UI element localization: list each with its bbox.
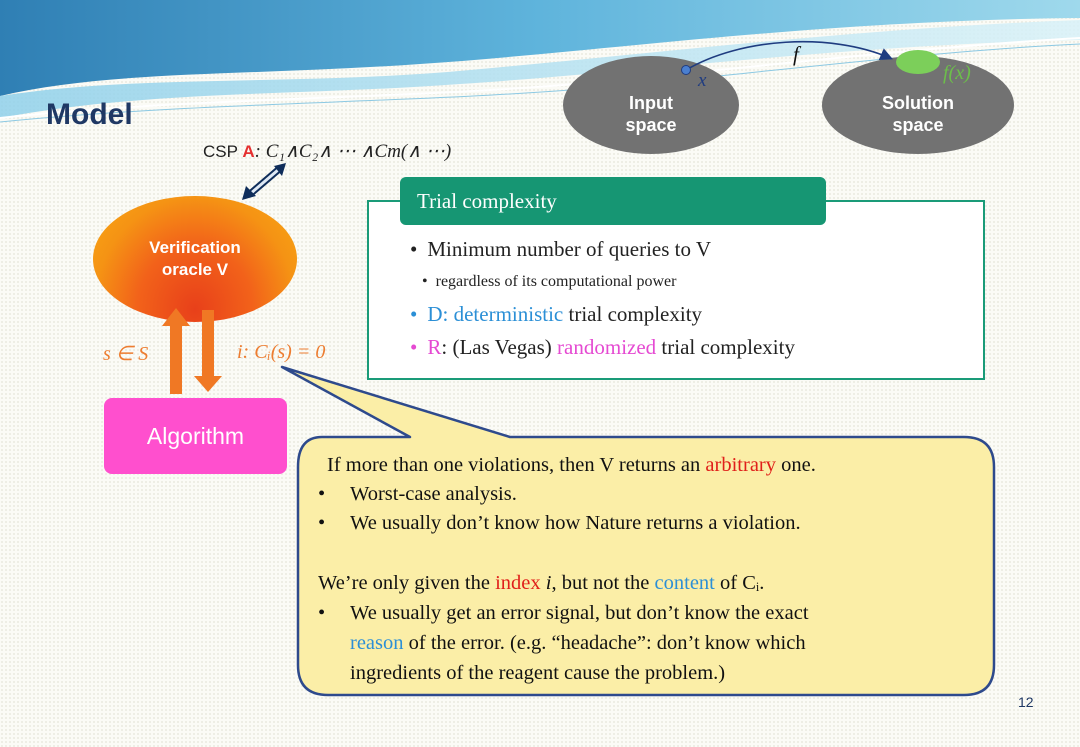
callout-bullet-error-reason: reason of the error. (e.g. “headache”: d… — [350, 632, 806, 654]
csp-label: CSP — [203, 142, 238, 161]
f-label: f — [793, 42, 799, 66]
input-space: Input space — [563, 56, 739, 154]
solution-space: Solution space — [822, 56, 1014, 154]
csp-expression: : C₁∧C₂∧ ⋯ ∧Cm(∧ ⋯) — [254, 141, 452, 162]
violation-label: i: Cᵢ(s) = 0 — [237, 341, 326, 363]
callout-line-arbitrary: If more than one violations, then V retu… — [327, 454, 816, 476]
csp-formula: CSP A: C₁∧C₂∧ ⋯ ∧Cm(∧ ⋯) — [203, 140, 451, 163]
trial-item-deterministic: •D: deterministic trial complexity — [410, 302, 703, 326]
callout-bullet-ingredients: ingredients of the reagent cause the pro… — [350, 662, 726, 684]
solution-space-line1: Solution — [882, 93, 954, 113]
trial-complexity-box — [367, 200, 985, 380]
trial-subitem: •regardless of its computational power — [422, 273, 677, 290]
callout-line-index: We’re only given the index i, but not th… — [318, 572, 765, 594]
csp-oracle-double-arrow — [242, 163, 286, 200]
fx-label: f(x) — [943, 62, 971, 84]
verification-oracle: Verification oracle V — [93, 196, 297, 322]
query-arrows — [162, 308, 222, 394]
trial-item-randomized: •R: (Las Vegas) randomized trial complex… — [410, 335, 795, 359]
input-space-line1: Input — [629, 93, 673, 113]
page-number: 12 — [1018, 694, 1034, 710]
mapping-arrow — [681, 40, 893, 75]
oracle-line2: oracle V — [161, 260, 229, 279]
input-space-line2: space — [625, 115, 677, 135]
image-point — [896, 50, 940, 74]
trial-complexity-heading: Trial complexity — [400, 177, 826, 225]
oracle-line1: Verification — [149, 238, 241, 257]
submit-solution-label: s ∈ S — [103, 343, 149, 365]
slide-title: Model — [46, 98, 133, 131]
x-label: x — [698, 70, 707, 91]
callout-shape — [280, 365, 996, 697]
trial-item-min-queries: •Minimum number of queries to V — [410, 237, 712, 261]
callout-bullet-error-signal: •We usually get an error signal, but don… — [318, 602, 809, 624]
solution-space-line2: space — [892, 115, 944, 135]
algorithm-box: Algorithm — [104, 398, 287, 474]
callout-bullet-worst-case: •Worst-case analysis. — [318, 483, 517, 505]
algorithm-label: Algorithm — [146, 422, 245, 449]
callout-bullet-nature: •We usually don’t know how Nature return… — [318, 512, 801, 534]
csp-letter: A — [242, 142, 255, 161]
